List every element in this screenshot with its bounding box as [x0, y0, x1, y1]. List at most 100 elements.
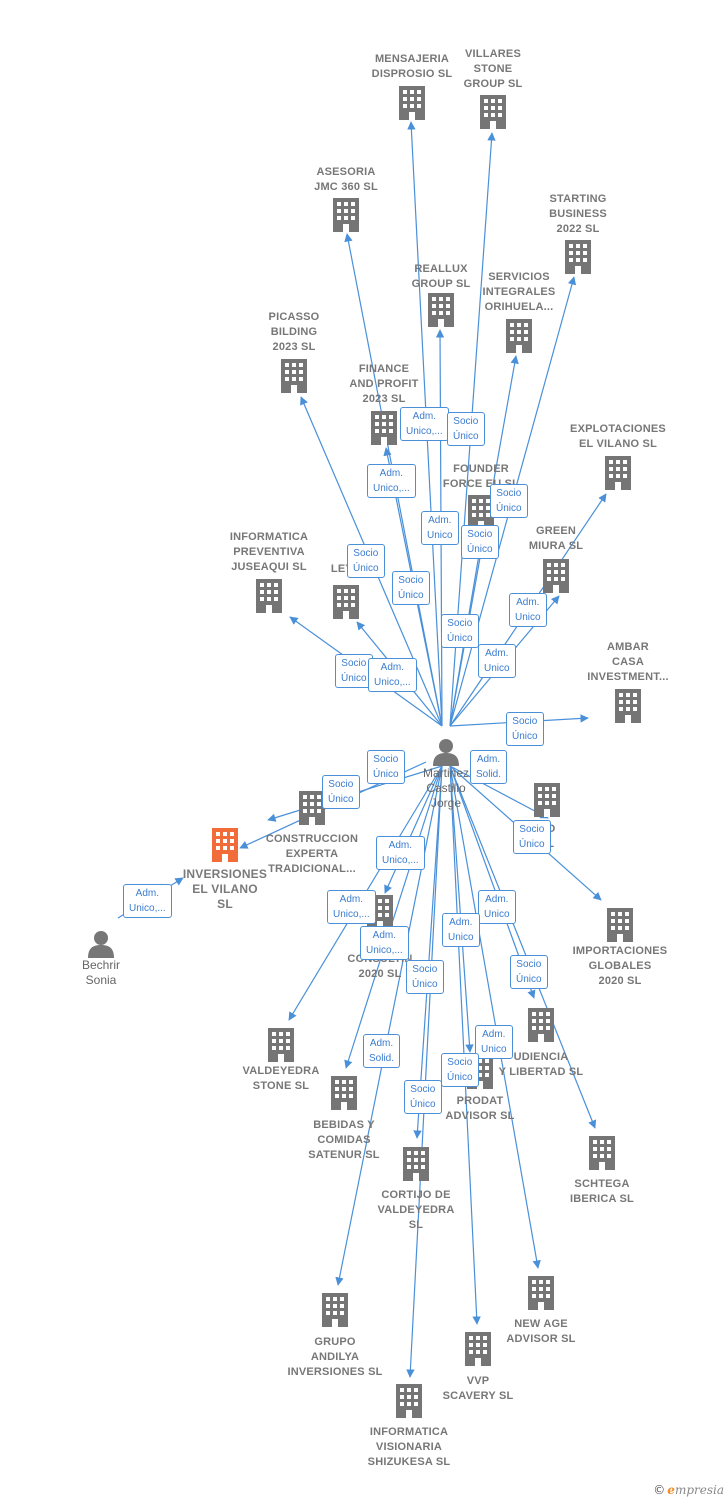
other-person-name-line: Sonia: [85, 973, 117, 987]
relation-badge-text: Adm.: [388, 840, 413, 851]
company-label-valdeyedra-line: VALDEYEDRA: [242, 1065, 320, 1077]
relation-badge[interactable]: Adm. Unico,...: [400, 407, 449, 441]
company-label-founder-line: FOUNDER: [453, 463, 509, 475]
building-icon: [428, 293, 454, 327]
relation-badge-text: Adm.: [372, 930, 397, 941]
relation-badge[interactable]: Adm.Unico,...: [123, 884, 172, 918]
relation-badge-text: Adm.: [516, 597, 540, 608]
relation-badge-text: Único: [373, 769, 399, 780]
relation-badge[interactable]: Adm.Unico: [442, 913, 480, 947]
company-label-prodat-line: PRODAT: [456, 1095, 504, 1107]
person-icon: [88, 931, 114, 958]
company-label-informatica-vis-line: INFORMATICA: [369, 1426, 449, 1438]
relation-badge[interactable]: Adm. Solid.: [470, 750, 508, 784]
building-icon: [528, 1276, 554, 1310]
relation-badge[interactable]: Adm.Unico,...: [376, 836, 425, 870]
company-label-new-age-line: ADVISOR SL: [506, 1333, 576, 1345]
company-label-bebidas-line: BEBIDAS Y: [313, 1119, 375, 1131]
building-icon: [480, 95, 506, 129]
edge-to-no: [449, 765, 549, 819]
company-label-importaciones-line: IMPORTACIONES: [572, 945, 668, 957]
relation-badge-text: Unico: [484, 909, 510, 920]
company-label-cortijo-line: CORTIJO DE: [381, 1189, 451, 1201]
relation-badge-text: Adm.: [482, 1029, 506, 1040]
relation-badge-text: Adm.: [412, 411, 437, 422]
company-label-importaciones-line: GLOBALES: [588, 960, 652, 972]
building-icon: [534, 783, 560, 817]
relation-badge-text: Único: [512, 731, 538, 742]
relation-badge[interactable]: Adm.Unico: [478, 890, 516, 924]
brand-name: mpresia: [674, 1483, 724, 1497]
relation-badge-text: Adm.: [485, 648, 509, 659]
focus-company-label-line: EL VILANO: [192, 882, 258, 896]
company-label-grupo-line: GRUPO: [314, 1336, 356, 1348]
company-label-finance-line: AND PROFIT: [349, 378, 419, 390]
relation-badge-text: Unico,...: [333, 909, 370, 920]
relation-badge-text: Unico,...: [373, 483, 410, 494]
relation-badge-text: Adm.: [369, 1038, 394, 1049]
relation-badge-text: Socio: [373, 754, 399, 765]
relation-badge-text: Adm.: [476, 754, 501, 765]
relation-badge[interactable]: Adm.Unico: [475, 1025, 513, 1059]
relation-badge-text: Socio: [410, 1084, 436, 1095]
relation-badge-text: Solid.: [476, 769, 502, 780]
relation-badge-text: Adm.: [379, 468, 404, 479]
relation-badge-text: Único: [341, 673, 367, 684]
building-icon: [607, 908, 633, 942]
relation-badge-text: Socio: [447, 1057, 473, 1068]
relation-badge[interactable]: Adm. Unico,...: [367, 464, 416, 498]
relation-badge[interactable]: Adm. Unico,...: [327, 890, 376, 924]
company-label-reallux-line: REALLUX: [414, 263, 468, 275]
relation-badge-text: Adm.: [135, 888, 160, 899]
building-icon: [565, 240, 591, 274]
relation-badge-text: Único: [467, 544, 493, 555]
relation-badge[interactable]: Adm. Unico,...: [360, 926, 409, 960]
center-person-name-line: Castillo: [426, 781, 466, 795]
relation-badge[interactable]: Adm.Unico: [509, 593, 547, 627]
relation-badge-text: Único: [453, 431, 479, 442]
company-label-servicios-line: INTEGRALES: [482, 286, 556, 298]
relation-badge[interactable]: Adm.Unico: [478, 644, 516, 678]
company-label-informatica-prev-line: PREVENTIVA: [233, 546, 305, 558]
building-icon: [399, 86, 425, 120]
relation-badge-text: Socio: [519, 824, 545, 835]
relation-badge-text: Unico,...: [366, 945, 403, 956]
relation-badge-text: Socio: [467, 529, 493, 540]
company-label-servicios-line: ORIHUELA...: [484, 301, 554, 313]
company-label-picasso-line: PICASSO: [268, 311, 320, 323]
relation-badge[interactable]: Adm.Unico,...: [368, 658, 417, 692]
company-label-mensajeria-line: MENSAJERIA: [374, 53, 450, 65]
company-label-vvp-line: VVP: [466, 1375, 490, 1387]
building-icon: [268, 1028, 294, 1062]
building-icon: [322, 1293, 348, 1327]
relation-badge-text: Adm.: [339, 894, 364, 905]
relation-badge[interactable]: Adm.Unico: [421, 511, 459, 545]
relation-badge-text: Adm.: [449, 917, 473, 928]
relation-badge[interactable]: Adm.Solid.: [363, 1034, 401, 1068]
company-label-asesoria-line: JMC 360 SL: [314, 181, 378, 193]
relation-badge-text: Unico,...: [406, 426, 443, 437]
company-label-finance-line: 2023 SL: [362, 393, 406, 405]
